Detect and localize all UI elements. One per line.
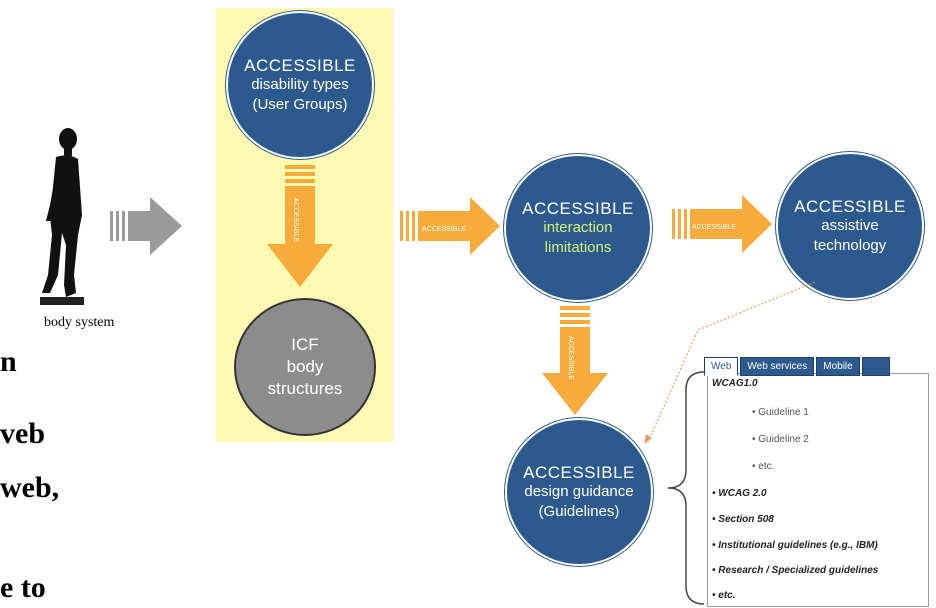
interaction-circle-line1: interaction (543, 219, 613, 237)
partial-text-5: e to (0, 571, 46, 604)
guideline-item-section508: • Section 508 (712, 514, 774, 525)
assistive-technology-circle: ACCESSIBLE assistive technology (776, 152, 924, 300)
guideline-item-wcag2: • WCAG 2.0 (712, 488, 767, 499)
partial-text-1: n (0, 345, 17, 378)
guidelines-panel (707, 373, 929, 607)
assistive-circle-title: ACCESSIBLE (794, 196, 906, 216)
gray-arrow (110, 197, 182, 255)
design-circle-line1: design guidance (524, 483, 634, 501)
design-guidance-circle: ACCESSIBLE design guidance (Guidelines) (505, 418, 653, 566)
guideline-item-research: • Research / Specialized guidelines (712, 565, 879, 576)
tab-mobile[interactable]: Mobile (816, 357, 860, 376)
icf-line3: structures (267, 379, 343, 399)
interaction-circle-title: ACCESSIBLE (522, 198, 634, 218)
tab-web[interactable]: Web (704, 357, 739, 376)
disability-circle-title: ACCESSIBLE (244, 55, 356, 75)
assistive-circle-line2: technology (813, 236, 887, 254)
orange-arrow-right-1 (400, 197, 500, 255)
partial-text-3: web, (0, 471, 60, 504)
human-figure-icon (40, 128, 84, 305)
arrow-label-horizontal-1: ACCESSIBLE (422, 226, 466, 233)
guideline-item-guideline1: • Guideline 1 (752, 407, 809, 418)
arrow-label-horizontal-2: ACCESSIBLE (692, 224, 736, 231)
tab-web-services[interactable]: Web services (740, 357, 815, 376)
guideline-item-etc: • etc. (712, 590, 736, 601)
disability-circle-line1: disability types (251, 76, 349, 94)
icf-body-structures-circle: ICF body structures (234, 298, 376, 436)
assistive-circle-line1: assistive (821, 217, 879, 235)
orange-arrow-right-2 (672, 195, 772, 253)
guidelines-tabs: Web Web services Mobile (704, 357, 890, 376)
interaction-circle-line2: limitations (544, 238, 612, 256)
orange-arrow-down-2 (542, 306, 608, 415)
body-system-label: body system (44, 315, 115, 330)
curly-brace (667, 371, 705, 605)
icf-line1: ICF (291, 334, 319, 354)
disability-types-circle: ACCESSIBLE disability types (User Groups… (226, 11, 374, 159)
interaction-limitations-circle: ACCESSIBLE interaction limitations (504, 154, 652, 302)
guideline-item-guideline2: • Guideline 2 (752, 434, 809, 445)
arrow-label-vertical-1: ACCESSIBLE (292, 198, 299, 242)
dotted-connector (644, 281, 816, 444)
orange-arrow-down-1 (267, 165, 333, 287)
tab-extra[interactable] (861, 357, 890, 376)
icf-line2: body (286, 356, 324, 376)
guideline-item-institutional: • Institutional guidelines (e.g., IBM) (712, 540, 878, 551)
design-circle-title: ACCESSIBLE (523, 462, 635, 482)
arrow-label-vertical-2: ACCESSIBLE (567, 336, 574, 380)
disability-circle-line2: (User Groups) (252, 95, 348, 113)
guideline-item-etc-sub: • etc. (752, 461, 775, 472)
guideline-item-wcag1: WCAG1.0 (712, 378, 758, 389)
partial-text-2: veb (0, 417, 45, 450)
design-circle-line2: (Guidelines) (538, 502, 620, 520)
